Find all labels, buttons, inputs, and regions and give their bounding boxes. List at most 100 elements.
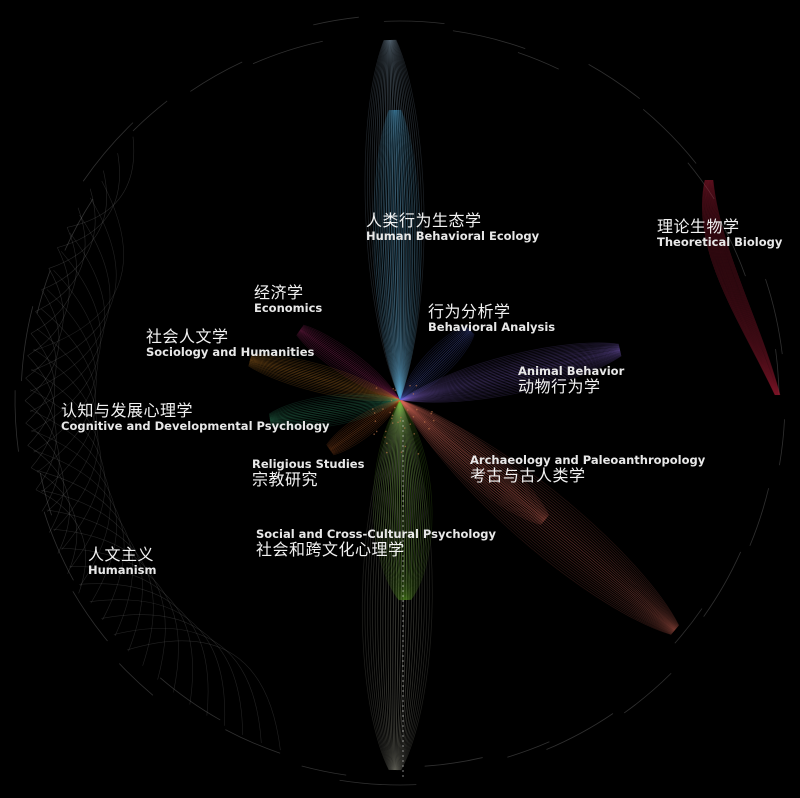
label-animal-behavior: Animal Behavior 动物行为学 bbox=[518, 365, 624, 397]
center-node bbox=[413, 416, 415, 418]
center-node bbox=[386, 452, 388, 454]
label-en: Theoretical Biology bbox=[657, 236, 782, 249]
outer-arc bbox=[225, 730, 280, 754]
center-node bbox=[404, 446, 406, 448]
center-node bbox=[382, 408, 384, 410]
label-humanism: 人文主义 Humanism bbox=[88, 546, 157, 578]
outer-arc bbox=[302, 766, 347, 775]
center-node bbox=[374, 412, 376, 414]
center-node bbox=[428, 428, 430, 430]
label-zh: 考古与古人类学 bbox=[470, 467, 705, 485]
outer-edge bbox=[26, 268, 64, 378]
label-en: Cognitive and Developmental Psychology bbox=[61, 420, 330, 433]
outer-edge bbox=[67, 137, 134, 228]
center-node bbox=[430, 413, 432, 415]
center-node bbox=[397, 421, 399, 423]
outer-arc bbox=[624, 673, 671, 713]
label-en: Human Behavioral Ecology bbox=[366, 230, 539, 243]
outer-arc bbox=[160, 678, 220, 720]
center-node bbox=[409, 385, 411, 387]
center-node bbox=[433, 420, 435, 422]
outer-edge bbox=[31, 227, 77, 333]
center-node bbox=[409, 423, 411, 425]
center-node bbox=[413, 393, 415, 395]
outer-arc bbox=[453, 31, 525, 49]
label-human-behavioral-ecology: 人类行为生态学 Human Behavioral Ecology bbox=[366, 212, 539, 244]
outer-arc bbox=[507, 742, 549, 757]
center-node bbox=[416, 409, 418, 411]
outer-edge bbox=[31, 468, 77, 574]
outer-arc bbox=[425, 758, 483, 767]
center-node bbox=[416, 385, 418, 387]
label-zh: 理论生物学 bbox=[657, 218, 782, 236]
center-node bbox=[391, 418, 393, 420]
center-node bbox=[395, 389, 397, 391]
center-node bbox=[376, 387, 378, 389]
center-node bbox=[407, 409, 409, 411]
outer-arc bbox=[313, 17, 359, 25]
center-node bbox=[375, 420, 377, 422]
label-cognitive-developmental-psychology: 认知与发展心理学 Cognitive and Developmental Psy… bbox=[61, 402, 330, 434]
center-node bbox=[392, 422, 394, 424]
outer-edge bbox=[57, 153, 119, 247]
humanism-edge bbox=[114, 628, 261, 743]
label-zh: 社会人文学 bbox=[146, 328, 314, 346]
outer-edge bbox=[49, 171, 107, 269]
outer-arc bbox=[766, 279, 783, 354]
label-en: Sociology and Humanities bbox=[146, 346, 314, 359]
outer-arc bbox=[384, 21, 445, 24]
label-theoretical-biology: 理论生物学 Theoretical Biology bbox=[657, 218, 782, 250]
humanism-edge bbox=[31, 198, 116, 371]
label-social-cross-cultural-psychology: Social and Cross-Cultural Psychology 社会和… bbox=[256, 528, 496, 560]
center-node bbox=[431, 411, 433, 413]
label-archaeology-paleoanthropology: Archaeology and Paleoanthropology 考古与古人类… bbox=[470, 454, 705, 486]
label-zh: 动物行为学 bbox=[518, 378, 624, 396]
outer-arc bbox=[675, 609, 702, 644]
center-node bbox=[385, 431, 387, 433]
label-zh: 认知与发展心理学 bbox=[61, 402, 330, 420]
label-economics: 经济学 Economics bbox=[254, 284, 322, 316]
label-en: Economics bbox=[254, 302, 322, 315]
humanism-edge bbox=[34, 349, 99, 531]
center-node bbox=[401, 451, 403, 453]
outer-arc bbox=[73, 591, 108, 641]
outer-arc bbox=[119, 664, 153, 696]
outer-edge bbox=[42, 189, 96, 290]
outer-edge bbox=[36, 208, 86, 312]
center-node bbox=[373, 433, 375, 435]
center-node bbox=[391, 400, 393, 402]
center-node bbox=[424, 421, 426, 423]
center-node bbox=[392, 388, 394, 390]
outer-arc bbox=[704, 552, 741, 617]
label-sociology-humanities: 社会人文学 Sociology and Humanities bbox=[146, 328, 314, 360]
archaeology-edge bbox=[400, 400, 675, 630]
center-node bbox=[386, 442, 388, 444]
label-zh: 行为分析学 bbox=[428, 303, 555, 321]
label-zh: 经济学 bbox=[254, 284, 322, 302]
label-zh: 社会和跨文化心理学 bbox=[256, 541, 496, 559]
center-node bbox=[413, 433, 415, 435]
outer-arc bbox=[589, 64, 640, 98]
outer-arc bbox=[15, 390, 18, 451]
outer-arc bbox=[518, 52, 559, 69]
label-behavioral-analysis: 行为分析学 Behavioral Analysis bbox=[428, 303, 555, 335]
humanism-edge bbox=[90, 600, 225, 726]
center-node bbox=[394, 407, 396, 409]
center-node bbox=[404, 427, 406, 429]
outer-arc bbox=[133, 101, 167, 131]
outer-arc bbox=[340, 780, 417, 785]
center-node bbox=[384, 436, 386, 438]
outer-edge bbox=[26, 423, 64, 533]
outer-arc bbox=[190, 62, 242, 91]
center-node bbox=[389, 412, 391, 414]
center-node bbox=[376, 431, 378, 433]
label-en: Humanism bbox=[88, 564, 157, 577]
label-en: Behavioral Analysis bbox=[428, 321, 555, 334]
center-node bbox=[400, 420, 402, 422]
outer-arc bbox=[37, 270, 50, 313]
outer-arc bbox=[21, 306, 32, 381]
label-zh: 人文主义 bbox=[88, 546, 157, 564]
center-node bbox=[400, 417, 402, 419]
humanism-edge bbox=[127, 641, 280, 750]
